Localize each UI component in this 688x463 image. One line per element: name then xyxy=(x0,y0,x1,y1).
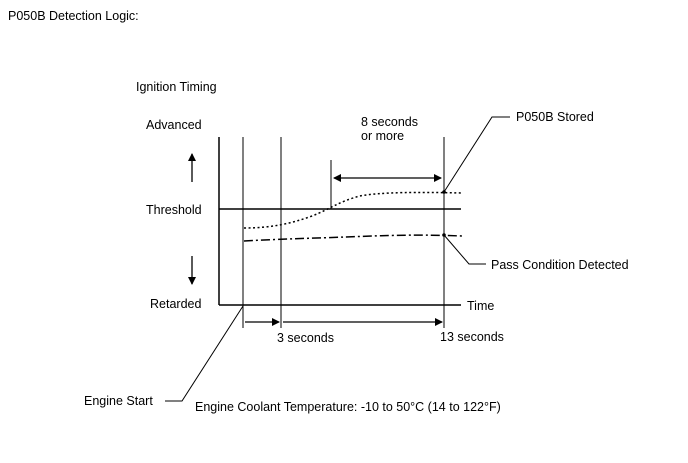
engine-start-leader-line xyxy=(165,305,244,402)
stored-leader-line xyxy=(443,116,510,193)
thirteen-seconds-label: 13 seconds xyxy=(440,330,504,344)
three-seconds-label: 3 seconds xyxy=(277,331,334,345)
pass-leader-line xyxy=(443,234,486,265)
stored-callout: P050B Stored xyxy=(516,110,594,124)
label-threshold: Threshold xyxy=(146,203,202,217)
x-axis-label: Time xyxy=(467,299,494,313)
y-axis-title: Ignition Timing xyxy=(136,80,217,94)
coolant-condition: Engine Coolant Temperature: -10 to 50°C … xyxy=(195,400,501,414)
pass-timing-curve xyxy=(243,234,463,242)
duration-label-line2: or more xyxy=(361,129,404,143)
duration-label-line1: 8 seconds xyxy=(361,115,418,129)
label-retarded: Retarded xyxy=(150,297,201,311)
diagram-title: P050B Detection Logic: xyxy=(8,9,139,23)
engine-start-callout: Engine Start xyxy=(84,394,153,408)
label-advanced: Advanced xyxy=(146,118,202,132)
fail-timing-curve xyxy=(243,191,463,229)
pass-callout: Pass Condition Detected xyxy=(491,258,629,272)
